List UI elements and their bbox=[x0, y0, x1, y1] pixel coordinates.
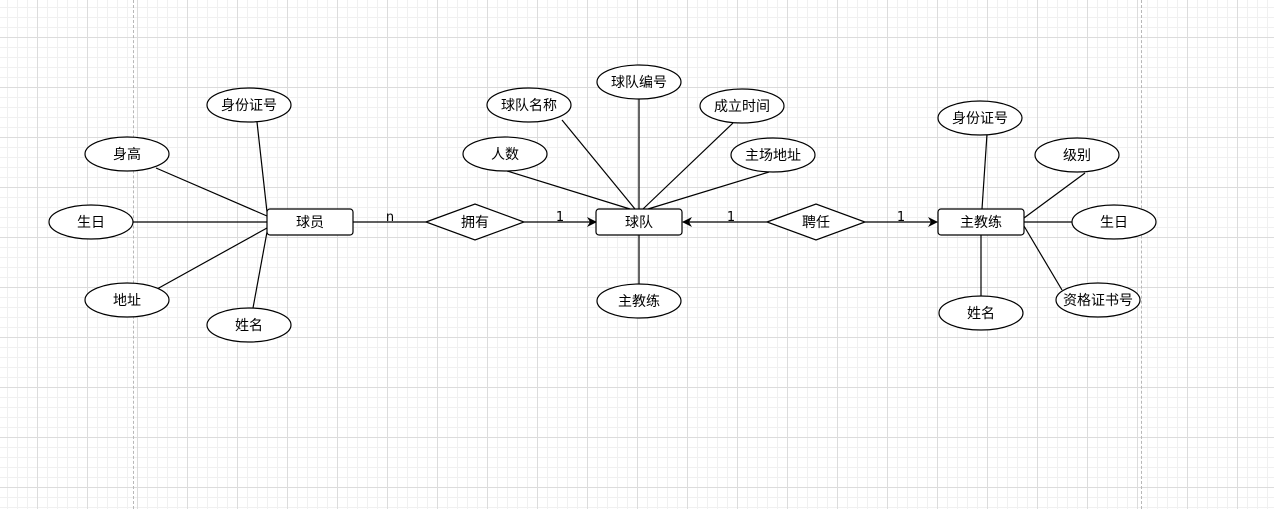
cardinality-hire-team: 1 bbox=[727, 210, 735, 225]
attribute-player-birthday[interactable]: 生日 bbox=[48, 204, 134, 240]
connector-coach-level bbox=[1023, 172, 1086, 219]
connector-coach-id-card bbox=[981, 133, 988, 210]
attribute-coach-birthday-label: 生日 bbox=[1100, 215, 1128, 231]
relationship-has-label: 拥有 bbox=[461, 215, 489, 231]
attribute-player-name-label: 姓名 bbox=[235, 318, 263, 334]
connector-player-id-card bbox=[256, 121, 268, 213]
attribute-team-home-address-label: 主场地址 bbox=[745, 148, 801, 164]
attribute-player-id-card-label: 身份证号 bbox=[221, 98, 277, 114]
attribute-coach-id-card-label: 身份证号 bbox=[952, 111, 1008, 127]
attribute-team-head-coach-label: 主教练 bbox=[618, 294, 660, 310]
attribute-player-name[interactable]: 姓名 bbox=[206, 307, 292, 343]
connector-team-home-address bbox=[647, 171, 770, 210]
entity-team[interactable]: 球队 bbox=[595, 208, 683, 236]
relationship-hire-label: 聘任 bbox=[802, 215, 830, 231]
attribute-coach-name[interactable]: 姓名 bbox=[938, 295, 1024, 331]
attribute-player-height[interactable]: 身高 bbox=[84, 136, 170, 172]
attribute-coach-birthday[interactable]: 生日 bbox=[1071, 204, 1157, 240]
page-boundary-right bbox=[1141, 0, 1142, 509]
cardinality-has-team: 1 bbox=[556, 210, 564, 225]
connector-coach-certificate bbox=[1023, 225, 1063, 291]
attribute-team-home-address[interactable]: 主场地址 bbox=[730, 137, 816, 173]
attribute-coach-name-label: 姓名 bbox=[967, 306, 995, 322]
attribute-team-name[interactable]: 球队名称 bbox=[486, 87, 572, 123]
attribute-team-headcount-label: 人数 bbox=[491, 147, 519, 163]
connector-player-address bbox=[156, 227, 268, 290]
page-boundary-left bbox=[133, 0, 134, 509]
connector-team-name bbox=[561, 119, 636, 210]
cardinality-labels: n 1 1 1 bbox=[386, 210, 905, 225]
attribute-coach-certificate-no-label: 资格证书号 bbox=[1063, 293, 1133, 309]
attribute-team-no-label: 球队编号 bbox=[611, 75, 667, 91]
connector-player-height bbox=[155, 167, 268, 217]
relationship-hire[interactable]: 聘任 bbox=[765, 203, 867, 241]
team-attribute-connectors bbox=[506, 99, 770, 284]
relationship-has[interactable]: 拥有 bbox=[424, 203, 526, 241]
attribute-coach-level-label: 级别 bbox=[1063, 148, 1091, 164]
attribute-player-address-label: 地址 bbox=[113, 293, 141, 309]
entity-coach-label: 主教练 bbox=[960, 215, 1002, 231]
attribute-player-id-card[interactable]: 身份证号 bbox=[206, 87, 292, 123]
cardinality-hire-coach: 1 bbox=[897, 210, 905, 225]
connector-team-headcount bbox=[506, 170, 631, 210]
attribute-coach-level[interactable]: 级别 bbox=[1034, 137, 1120, 173]
attribute-coach-certificate-no[interactable]: 资格证书号 bbox=[1055, 282, 1141, 318]
entity-team-label: 球队 bbox=[625, 215, 653, 231]
attribute-player-height-label: 身高 bbox=[113, 146, 141, 163]
attribute-team-no[interactable]: 球队编号 bbox=[596, 64, 682, 100]
connector-team-founded bbox=[642, 122, 734, 210]
attribute-player-birthday-label: 生日 bbox=[77, 215, 105, 231]
attribute-team-headcount[interactable]: 人数 bbox=[462, 136, 548, 172]
entity-coach[interactable]: 主教练 bbox=[937, 208, 1025, 236]
cardinality-has-player: n bbox=[386, 210, 394, 225]
attribute-team-head-coach[interactable]: 主教练 bbox=[596, 283, 682, 319]
attribute-team-founded-label: 成立时间 bbox=[714, 99, 770, 115]
entity-player-label: 球员 bbox=[296, 215, 324, 231]
attribute-player-address[interactable]: 地址 bbox=[84, 282, 170, 318]
connector-player-name bbox=[252, 231, 268, 309]
entity-player[interactable]: 球员 bbox=[266, 208, 354, 236]
attribute-team-founded[interactable]: 成立时间 bbox=[699, 88, 785, 124]
attribute-coach-id-card[interactable]: 身份证号 bbox=[937, 100, 1023, 136]
coach-attribute-connectors bbox=[980, 133, 1086, 296]
attribute-team-name-label: 球队名称 bbox=[501, 98, 557, 114]
player-attribute-connectors bbox=[133, 121, 268, 309]
